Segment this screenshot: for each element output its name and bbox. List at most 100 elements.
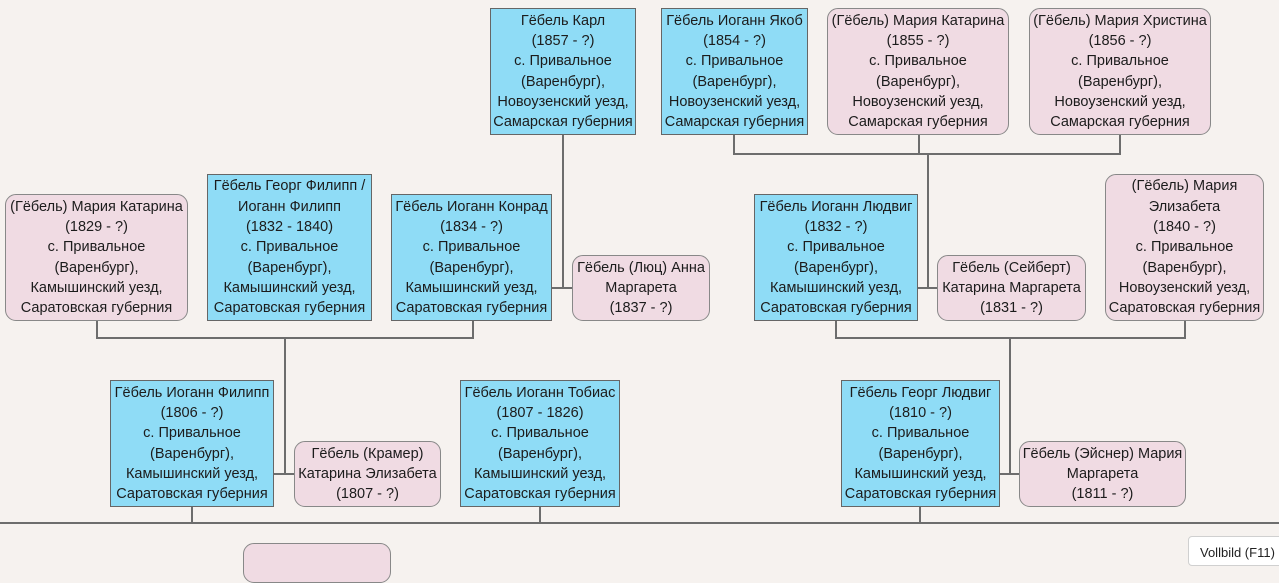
person-card-partial[interactable] <box>243 543 391 583</box>
connector-line <box>191 507 193 523</box>
person-card-karl[interactable]: Гёбель Карл (1857 - ?) с. Привальное (Ва… <box>490 8 636 135</box>
person-place: (Варенбург), <box>498 445 582 462</box>
person-place: Самарская губерния <box>493 114 633 131</box>
person-place: с. Привальное <box>1071 53 1169 70</box>
person-name: Гёбель Иоганн Якоб <box>666 12 803 29</box>
person-place: Саратовская губерния <box>844 486 997 503</box>
connector-line <box>551 287 573 289</box>
person-place: (Варенбург), <box>692 73 777 90</box>
connector-line <box>927 153 929 288</box>
person-place: Саратовская губерния <box>464 486 616 503</box>
person-name: Катарина Элизабета <box>298 465 437 482</box>
person-dates: (1855 - ?) <box>886 32 950 49</box>
person-card-maria-katarina-1829[interactable]: (Гёбель) Мария Катарина (1829 - ?) с. Пр… <box>5 194 188 321</box>
person-place: (Варенбург), <box>1078 73 1162 90</box>
person-name: Катарина Маргарета <box>942 279 1081 296</box>
person-place: Новоузенский уезд, <box>497 93 629 110</box>
person-place: (Варенбург), <box>876 73 960 90</box>
person-place: (Варенбург), <box>794 259 878 276</box>
person-name: (Гёбель) Мария Катарина <box>10 198 183 215</box>
person-card-katarina-elizabeta[interactable]: Гёбель (Крамер) Катарина Элизабета (1807… <box>294 441 441 507</box>
person-name: (Гёбель) Мария <box>1131 178 1238 195</box>
fullscreen-hint-label: Vollbild (F11) <box>1200 545 1275 560</box>
person-place: Самарская губерния <box>1050 114 1190 131</box>
connector-line <box>562 135 564 288</box>
person-card-ioann-konrad[interactable]: Гёбель Иоганн Конрад (1834 - ?) с. Прива… <box>391 194 552 321</box>
person-card-anna-margareta[interactable]: Гёбель (Люц) Анна Маргарета (1837 - ?) <box>572 255 710 321</box>
person-place: (Варенбург), <box>1142 259 1227 276</box>
connector-line <box>999 473 1020 475</box>
person-place: Новоузенский уезд, <box>1118 279 1251 296</box>
person-place: Саратовская губерния <box>20 300 173 317</box>
person-name: Иоганн Филипп <box>238 198 341 215</box>
family-tree-canvas: Гёбель Карл (1857 - ?) с. Привальное (Ва… <box>0 8 1279 583</box>
person-place: Камышинский уезд, <box>405 279 538 296</box>
person-name: (Гёбель) Мария Христина <box>1033 12 1207 29</box>
connector-line <box>918 135 920 155</box>
person-dates: (1832 - 1840) <box>245 219 334 236</box>
person-card-georg-filipp[interactable]: Гёбель Георг Филипп / Иоганн Филипп (183… <box>207 174 372 321</box>
person-card-ioann-yakob[interactable]: Гёбель Иоганн Якоб (1854 - ?) с. Приваль… <box>661 8 808 135</box>
person-card-maria-elizabeta[interactable]: (Гёбель) Мария Элизабета (1840 - ?) с. П… <box>1105 174 1264 321</box>
person-name: Гёбель Иоганн Людвиг <box>759 198 913 215</box>
person-name: Гёбель (Сейберт) <box>952 259 1071 276</box>
person-place: Саратовская губерния <box>395 300 548 317</box>
connector-line <box>284 337 286 474</box>
person-place: Саратовская губерния <box>116 486 268 503</box>
connector-line <box>733 135 735 155</box>
person-dates: (1832 - ?) <box>804 218 868 235</box>
person-dates: (1810 - ?) <box>889 404 952 421</box>
person-name: Маргарета <box>605 279 677 296</box>
person-name: Гёбель Георг Людвиг <box>849 384 992 401</box>
person-place: Самарская губерния <box>848 114 988 131</box>
person-place: Камышинский уезд, <box>30 279 163 296</box>
connector-line <box>539 507 541 523</box>
person-card-georg-lyudvig[interactable]: Гёбель Георг Людвиг (1810 - ?) с. Привал… <box>841 380 1000 507</box>
person-name: Маргарета <box>1066 465 1139 482</box>
person-dates: (1834 - ?) <box>440 218 503 235</box>
person-place: Камышинский уезд, <box>473 465 607 482</box>
person-place: с. Привальное <box>685 53 784 70</box>
person-place: Саратовская губерния <box>1108 300 1261 317</box>
connector-line <box>1119 135 1121 155</box>
connector-line <box>835 321 837 339</box>
person-dates: (1806 - ?) <box>160 404 224 421</box>
fullscreen-hint[interactable]: Vollbild (F11) <box>1188 536 1279 566</box>
person-name: Гёбель Карл <box>520 12 606 29</box>
person-card-maria-khristina[interactable]: (Гёбель) Мария Христина (1856 - ?) с. Пр… <box>1029 8 1211 135</box>
connector-line <box>0 522 1279 524</box>
person-place: (Варенбург), <box>150 445 234 462</box>
person-place: (Варенбург), <box>54 259 139 276</box>
connector-line <box>96 321 98 339</box>
person-name: Гёбель (Крамер) <box>311 445 424 462</box>
connector-line <box>273 473 295 475</box>
person-card-ioann-tobias[interactable]: Гёбель Иоганн Тобиас (1807 - 1826) с. Пр… <box>460 380 620 507</box>
person-dates: (1840 - ?) <box>1153 219 1216 236</box>
person-place: Камышинский уезд, <box>769 279 903 296</box>
person-place: с. Привальное <box>871 425 970 442</box>
person-dates: (1837 - ?) <box>609 300 673 317</box>
person-dates: (1857 - ?) <box>531 32 595 49</box>
person-place: (Варенбург), <box>878 445 963 462</box>
person-dates: (1831 - ?) <box>980 300 1043 317</box>
person-place: (Варенбург), <box>247 259 332 276</box>
person-place: с. Привальное <box>869 53 967 70</box>
person-place: Камышинский уезд, <box>854 465 987 482</box>
connector-line <box>917 287 938 289</box>
person-card-maria-katarina-1855[interactable]: (Гёбель) Мария Катарина (1855 - ?) с. Пр… <box>827 8 1009 135</box>
person-place: (Варенбург), <box>429 259 514 276</box>
person-card-ioann-filipp[interactable]: Гёбель Иоганн Филипп (1806 - ?) с. Прива… <box>110 380 274 507</box>
person-card-maria-margareta[interactable]: Гёбель (Эйснер) Мария Маргарета (1811 - … <box>1019 441 1186 507</box>
person-place: с. Привальное <box>787 239 885 256</box>
person-name: Гёбель (Эйснер) Мария <box>1022 445 1183 462</box>
person-name: Гёбель (Люц) Анна <box>577 259 705 276</box>
person-dates: (1807 - ?) <box>336 486 399 503</box>
person-card-ioann-lyudvig[interactable]: Гёбель Иоганн Людвиг (1832 - ?) с. Прива… <box>754 194 918 321</box>
person-card-katarina-margareta[interactable]: Гёбель (Сейберт) Катарина Маргарета (183… <box>937 255 1086 321</box>
person-place: с. Привальное <box>514 53 612 70</box>
connector-line <box>1009 337 1011 474</box>
person-place: Камышинский уезд, <box>125 465 259 482</box>
person-place: Самарская губерния <box>664 114 805 131</box>
person-place: с. Привальное <box>1135 239 1234 256</box>
person-name: Гёбель Иоганн Конрад <box>395 198 548 215</box>
